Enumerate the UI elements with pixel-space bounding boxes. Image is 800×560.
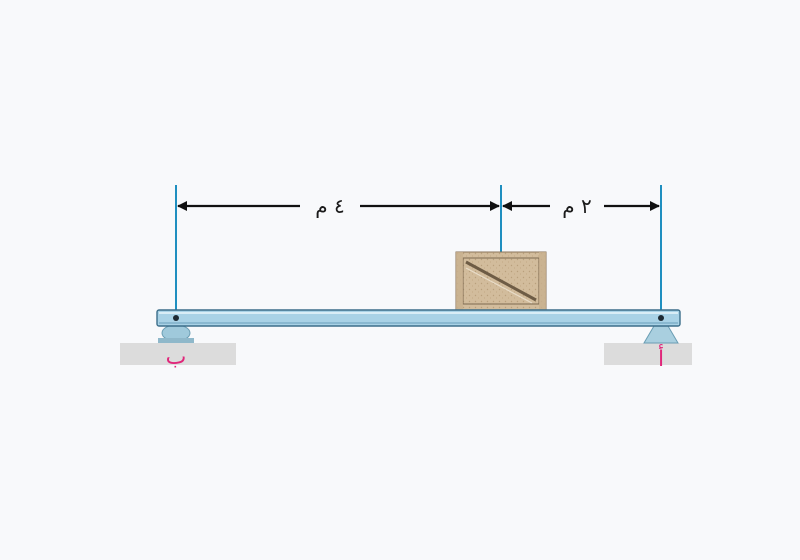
left-ground xyxy=(120,343,236,365)
dimension-label-right: ٢ م xyxy=(562,194,592,218)
right-ground xyxy=(604,343,692,365)
crate-load xyxy=(455,251,547,311)
right-pin-support xyxy=(643,325,679,344)
dimension-label-left: ٤ م xyxy=(315,194,345,218)
beam xyxy=(156,309,681,327)
left-roller-support xyxy=(158,324,194,343)
support-label-left: ب xyxy=(166,345,187,370)
support-label-right: أ xyxy=(658,344,664,372)
